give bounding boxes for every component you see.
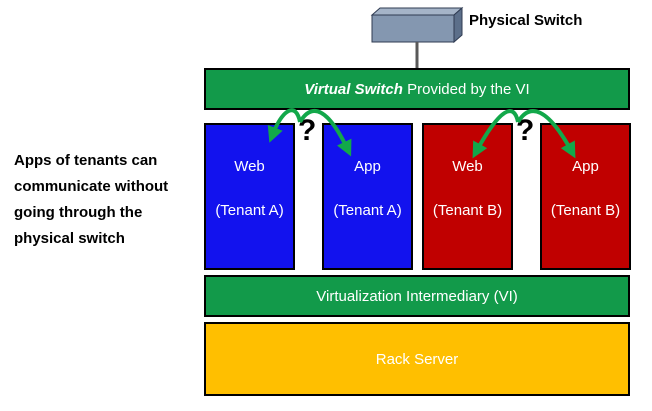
vm-tenant-label: (Tenant B)	[432, 202, 503, 219]
virtualization-intermediary-label: Virtualization Intermediary (VI)	[316, 287, 518, 305]
arrow-tenant-b-to-web	[472, 109, 520, 159]
physical-switch-label: Physical Switch	[469, 12, 583, 29]
vm-role-label: App	[572, 158, 599, 175]
vm-role-label: Web	[234, 158, 265, 175]
virtual-switch-rest: Provided by the VI	[402, 80, 530, 98]
virtual-switch-bar: Virtual Switch Provided by the VI	[204, 68, 630, 110]
rack-server: Rack Server	[204, 322, 630, 396]
arrow-tenant-a-to-web	[267, 108, 302, 143]
side-note-line: physical switch	[14, 230, 125, 247]
side-note-line: communicate without	[14, 178, 169, 195]
arrow-tenant-a-to-app	[298, 109, 352, 157]
vm-role-label: Web	[452, 158, 483, 175]
virtual-switch-title: Virtual Switch Provided by the VI	[304, 81, 529, 98]
rack-server-label: Rack Server	[375, 350, 459, 368]
vm-web-tenant-b: Web (Tenant B)	[422, 123, 513, 270]
vm-tenant-label: (Tenant A)	[333, 202, 402, 219]
question-mark-tenant-b: ?	[516, 114, 535, 147]
vm-role-label: App	[354, 158, 381, 175]
vm-web-tenant-a: Web (Tenant A)	[204, 123, 295, 270]
virtualization-intermediary-bar: Virtualization Intermediary (VI)	[204, 275, 630, 317]
question-mark-tenant-a: ?	[298, 114, 317, 147]
physical-switch-icon	[370, 6, 464, 44]
side-note-line: Apps of tenants can	[14, 152, 158, 169]
vm-tenant-label: (Tenant A)	[215, 202, 284, 219]
virtual-switch-italic: Virtual Switch	[304, 80, 403, 98]
arrow-tenant-b-to-app	[516, 109, 576, 159]
side-note: Apps of tenants can communicate without …	[14, 148, 194, 252]
vm-tenant-label: (Tenant B)	[550, 202, 621, 219]
side-note-line: going through the	[14, 204, 143, 221]
vm-app-tenant-b: App (Tenant B)	[540, 123, 631, 270]
